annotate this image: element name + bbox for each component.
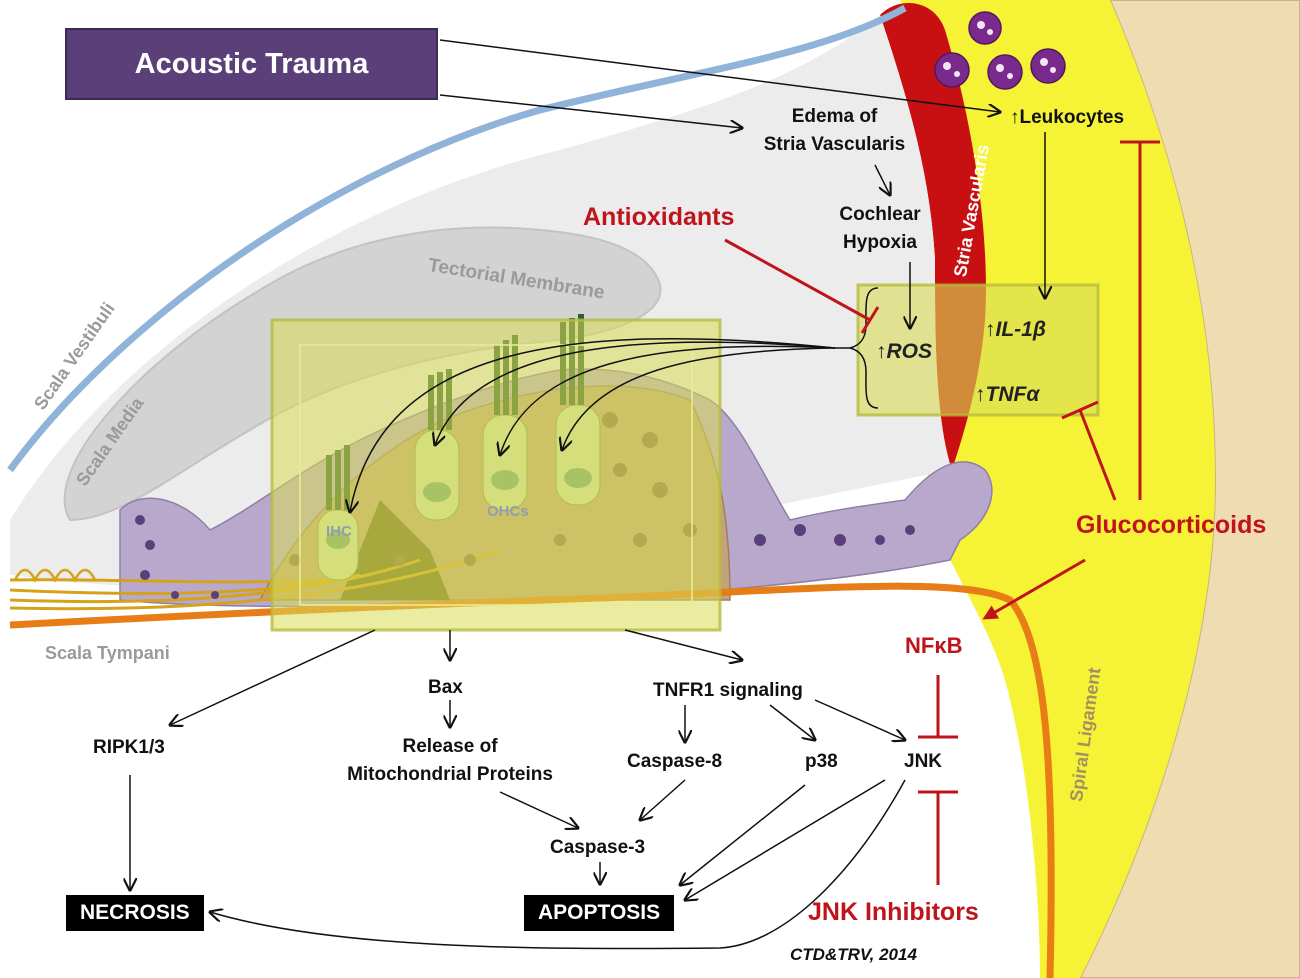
inhibit-gc-tnfa [1078,409,1117,501]
scala-tympani-label: Scala Tympani [45,643,170,663]
arrow-tnfr1-to-jnk [814,699,905,740]
glucocorticoids-label: Glucocorticoids [1076,511,1267,539]
pathway-arrows [130,39,1045,950]
arrow-release-to-casp3 [499,791,578,828]
edema-line-2: Stria Vascularis [763,133,906,155]
hypoxia-line-2: Hypoxia [843,231,917,253]
il1b-label: ↑IL-1β [985,318,1046,341]
leukocyte-granules [943,21,1056,79]
bax-label: Bax [428,677,463,698]
release-line-2: Mitochondrial Proteins [347,763,553,785]
arrow-ros-to-hair-cell-1 [350,338,836,512]
ros-label: ↑ROS [876,340,933,363]
credit-label: CTD&TRV, 2014 [790,945,917,964]
leukocyte-cells [934,11,1066,90]
tnfr1-label: TNFR1 signaling [653,680,803,701]
arrow-box-to-ripk [170,629,376,725]
hypoxia-label: Cochlear Hypoxia [830,201,930,256]
inhibit-antioxidants-ros [724,238,871,322]
arrow-jnk-to-necrosis [210,779,906,950]
mediator-highlight-box [856,283,1100,417]
release-line-1: Release of [402,736,498,757]
arrow-ros-to-hair-cell-3 [500,345,836,455]
arrow-tnfr1-to-p38 [769,704,815,740]
leukocytes-label: ↑Leukocytes [1010,107,1125,128]
caspase-8-label: Caspase-8 [627,751,723,772]
ihc-label: IHC [326,523,352,540]
arrow-edema-to-hypoxia [874,164,890,195]
reissners-membrane [7,4,907,473]
arrow-p38-to-apoptosis [680,784,806,885]
edema-label: Edema of Stria Vascularis [752,103,917,158]
title-box: Acoustic Trauma [65,28,438,100]
hair-cell-highlight-box [270,318,722,632]
hypoxia-line-1: Cochlear [839,204,921,225]
ohcs-label: OHCs [487,503,529,520]
inhibition-lines [724,140,1160,885]
cell-nuclei [135,515,915,599]
caspase-3-label: Caspase-3 [550,837,646,858]
arrow-ros-to-hair-cell-4 [562,347,836,450]
arrow-casp8-to-casp3 [640,779,686,820]
apoptosis-box: APOPTOSIS [522,893,677,933]
nerve-loops [13,568,97,583]
necrosis-box: NECROSIS [64,893,206,933]
tnfa-label: ↑TNFα [975,383,1040,406]
jnk-inhibitors-label: JNK Inhibitors [808,898,979,926]
nerve-fibers [9,548,501,611]
activate-gc-nfkb [982,558,1086,620]
ripk-label: RIPK1/3 [93,737,165,758]
arrow-ros-to-hair-cell-2 [435,341,836,445]
jnk-label: JNK [904,751,943,772]
basilar-membrane [9,582,1055,978]
p38-label: p38 [805,751,838,772]
release-label: Release of Mitochondrial Proteins [335,733,565,788]
arrow-trauma-to-leukocytes [439,39,1000,112]
arrow-box-to-tnfr1 [624,629,742,660]
title-text: Acoustic Trauma [134,47,369,80]
edema-line-1: Edema of [791,106,878,127]
arrow-jnk-to-apoptosis [685,779,886,900]
arrow-trauma-to-edema [439,94,742,128]
nfkb-label: NFκB [905,633,963,658]
antioxidants-label: Antioxidants [583,203,735,231]
